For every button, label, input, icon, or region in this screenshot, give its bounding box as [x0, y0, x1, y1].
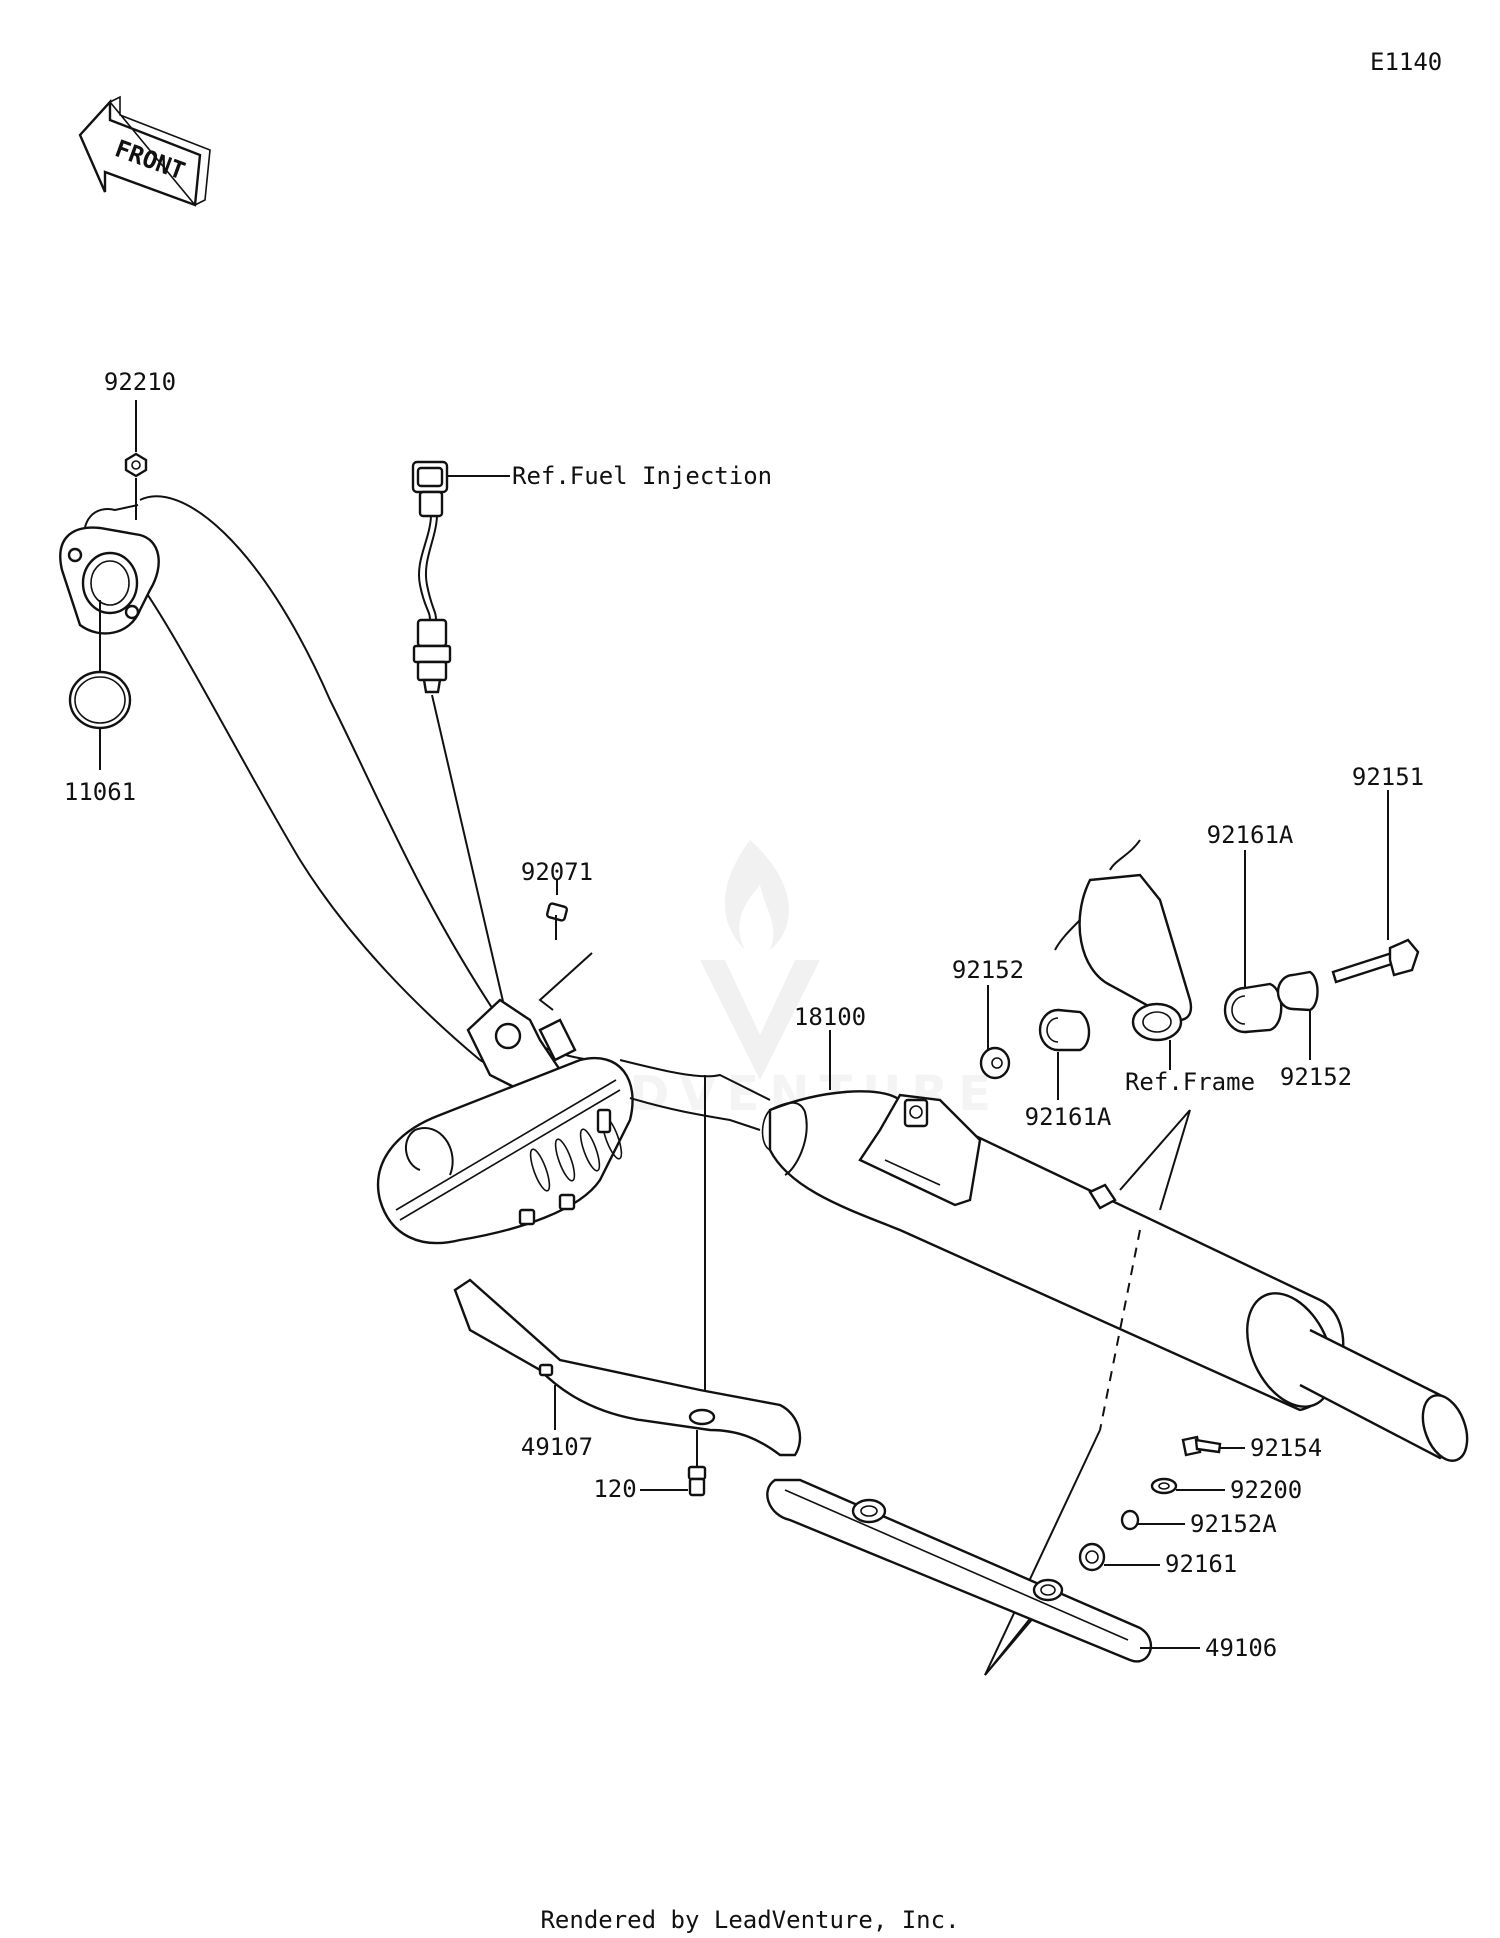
label-92210: 92210 — [104, 368, 176, 396]
footer-credit: Rendered by LeadVenture, Inc. — [540, 1906, 959, 1934]
front-arrow-icon: FRONT — [78, 95, 211, 207]
label-92200: 92200 — [1230, 1476, 1302, 1504]
label-49107: 49107 — [521, 1433, 593, 1461]
header-pipe — [59, 495, 591, 1096]
label-ref-frame: Ref.Frame — [1125, 1068, 1255, 1096]
part-49107-heat-guard — [453, 1278, 802, 1457]
part-92152-collar-lower — [979, 1046, 1011, 1080]
part-92152A-collar — [1120, 1509, 1140, 1531]
label-18100: 18100 — [794, 1003, 866, 1031]
label-92161A-upper: 92161A — [1207, 821, 1294, 849]
catalyst-body — [376, 998, 634, 1245]
part-49106-muffler-guard — [766, 1478, 1152, 1663]
label-92071: 92071 — [521, 858, 593, 886]
part-120-screw — [687, 1465, 707, 1497]
part-92161-grommet — [1078, 1542, 1106, 1572]
part-92161A-grommet-lower — [1038, 1008, 1091, 1052]
label-92151: 92151 — [1352, 763, 1424, 791]
part-92152-collar-upper — [1276, 970, 1319, 1012]
part-92151-bolt — [1331, 938, 1420, 984]
part-92154-bolt — [1181, 1435, 1222, 1457]
part-92210-nut — [124, 452, 148, 478]
label-11061: 11061 — [64, 778, 136, 806]
part-92200-washer — [1150, 1477, 1178, 1495]
label-92161A-lower: 92161A — [1025, 1103, 1112, 1131]
oxygen-sensor — [411, 460, 452, 694]
diagram-id: E1140 — [1370, 48, 1442, 76]
label-49106: 49106 — [1205, 1634, 1277, 1662]
part-92161A-grommet-upper — [1223, 982, 1283, 1034]
muffler-18100 — [761, 1090, 1469, 1462]
part-11061-gasket — [68, 670, 132, 730]
label-92152A: 92152A — [1190, 1510, 1277, 1538]
label-120: 120 — [593, 1475, 636, 1503]
label-92154: 92154 — [1250, 1434, 1322, 1462]
label-92152-lower: 92152 — [952, 956, 1024, 984]
label-92161: 92161 — [1165, 1550, 1237, 1578]
label-ref-fuel-injection: Ref.Fuel Injection — [512, 462, 772, 490]
frame-bracket — [1054, 839, 1193, 1042]
label-92152-upper: 92152 — [1280, 1063, 1352, 1091]
